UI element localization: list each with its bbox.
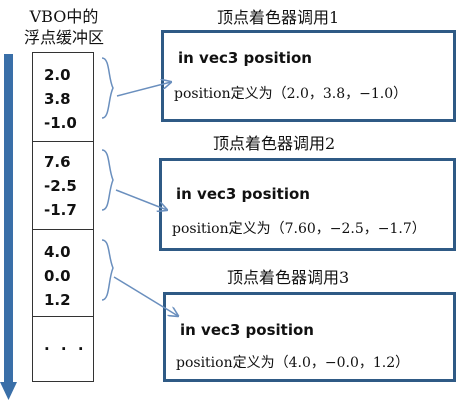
vbo-group-2: 7.6 -2.5 -1.7: [33, 142, 93, 230]
shader-call-1-declaration: in vec3 position: [178, 49, 312, 67]
vbo-value: 2.0: [44, 66, 71, 84]
shader-call-2-label: 顶点着色器调用2: [213, 134, 336, 153]
vbo-value: -2.5: [44, 177, 77, 195]
shader-call-3-declaration: in vec3 position: [180, 321, 314, 339]
shader-call-1-box: in vec3 position position定义为（2.0，3.8，−1.…: [161, 30, 456, 122]
vbo-ellipsis: . . .: [44, 336, 87, 354]
vbo-buffer: 2.0 3.8 -1.0 7.6 -2.5 -1.7 4.0 0.0 1.2 .…: [32, 52, 94, 382]
shader-call-1-label: 顶点着色器调用1: [217, 8, 340, 27]
vbo-value: 3.8: [44, 90, 71, 108]
shader-call-2-description: position定义为（7.60，−2.5，−1.7）: [172, 221, 426, 237]
vbo-value: 4.0: [44, 243, 71, 261]
vbo-group-1: 2.0 3.8 -1.0: [33, 53, 93, 142]
vbo-value: -1.0: [44, 114, 77, 132]
vbo-value: 1.2: [44, 291, 71, 309]
buffer-title: VBO中的 浮点缓冲区: [14, 6, 114, 48]
shader-call-2-declaration: in vec3 position: [176, 185, 310, 203]
vbo-group-more: . . .: [33, 317, 93, 381]
shader-call-3-label: 顶点着色器调用3: [227, 268, 350, 287]
vbo-value: 7.6: [44, 153, 71, 171]
shader-call-1-description: position定义为（2.0，3.8，−1.0）: [174, 86, 408, 102]
vbo-group-3: 4.0 0.0 1.2: [33, 230, 93, 317]
vbo-value: 0.0: [44, 267, 71, 285]
vbo-value: -1.7: [44, 201, 77, 219]
buffer-title-line-2: 浮点缓冲区: [23, 28, 104, 47]
shader-call-3-box: in vec3 position position定义为（4.0，−0.0，1.…: [163, 292, 456, 382]
buffer-title-line-1: VBO中的: [29, 7, 99, 26]
shader-call-2-box: in vec3 position position定义为（7.60，−2.5，−…: [159, 158, 456, 251]
shader-call-3-description: position定义为（4.0，−0.0，1.2）: [176, 355, 410, 371]
